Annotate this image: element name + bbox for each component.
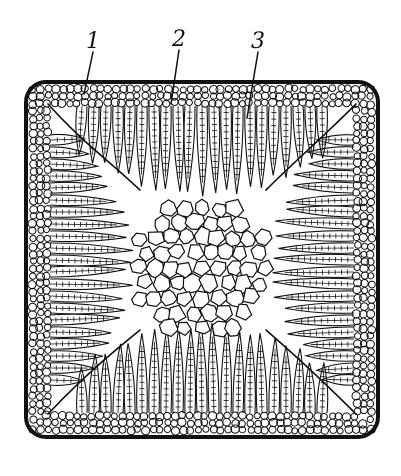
zone-label-3: 3 (251, 29, 265, 54)
ingot-cross-section (26, 82, 378, 437)
zone-label-1: 1 (86, 29, 100, 54)
equiaxed-crystal-zone (130, 199, 273, 337)
zone-label-2: 2 (171, 27, 186, 52)
